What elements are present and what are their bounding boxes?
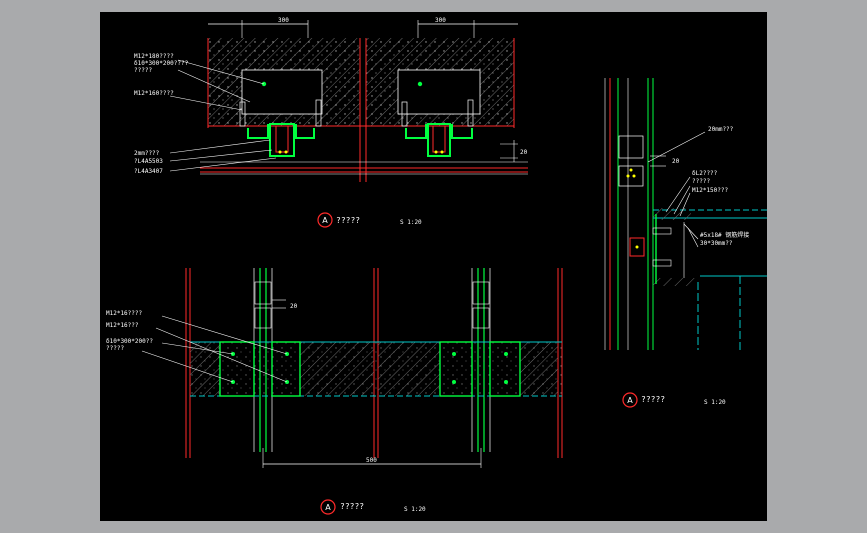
top-label-6: ?L4A3407	[134, 168, 163, 175]
caption-3-scale: S 1:20	[404, 506, 426, 513]
side-label-3: M12*150???	[692, 187, 729, 194]
plan-label-0: M12*16????	[106, 310, 143, 317]
side-label-0: 20mm???	[708, 126, 734, 133]
caption-1-scale: S 1:20	[400, 219, 422, 226]
side-dim-top: 20	[672, 158, 680, 165]
caption-1-title: ?????	[336, 216, 360, 225]
plan-dim-side: 20	[290, 303, 298, 310]
top-label-1: δ10*300*200????	[134, 60, 189, 67]
side-label-5: 30*30mm??	[700, 240, 733, 247]
top-label-5: ?L4A5503	[134, 158, 163, 165]
caption-2-scale: S 1:20	[704, 399, 726, 406]
plan-label-3: ?????	[106, 345, 124, 352]
plan-detail: 20 M12*16???? M12*16??? δ10*300*200?? ??…	[106, 268, 563, 468]
side-label-1: δL2????	[692, 170, 718, 177]
caption-2: A ????? S 1:20	[622, 392, 726, 408]
cad-drawing: 300 300	[106, 17, 767, 515]
caption-1-letter: A	[322, 216, 328, 225]
side-label-2: ?????	[692, 178, 710, 185]
side-detail: 20 20mm??? δL2???? ????? M12*150??? #5x1…	[604, 78, 767, 350]
caption-3: A ????? S 1:20	[320, 499, 426, 515]
dim-left-label: 300	[278, 17, 289, 24]
side-dim-label: 20	[520, 149, 528, 156]
top-label-4: 2mm????	[134, 150, 160, 157]
caption-2-title: ?????	[641, 395, 665, 404]
dim-right-label: 300	[435, 17, 446, 24]
embedded-plate-left	[241, 69, 323, 115]
top-label-3: M12*160????	[134, 90, 174, 97]
top-label-0: M12*180????	[134, 53, 174, 60]
embedded-plate-right	[397, 69, 481, 115]
plan-label-1: M12*16???	[106, 322, 139, 329]
caption-2-letter: A	[627, 396, 633, 405]
side-label-4: #5x18# 钢筋焊接	[700, 231, 749, 239]
top-label-2: ?????	[134, 67, 152, 74]
plan-label-2: δ10*300*200??	[106, 338, 153, 345]
caption-3-title: ?????	[340, 502, 364, 511]
plan-dim-bottom: 500	[366, 457, 377, 464]
caption-3-letter: A	[325, 503, 331, 512]
caption-1: A ????? S 1:20	[317, 212, 422, 228]
drawing-sheet: 300 300	[100, 12, 767, 521]
top-detail: 300 300	[134, 17, 528, 182]
